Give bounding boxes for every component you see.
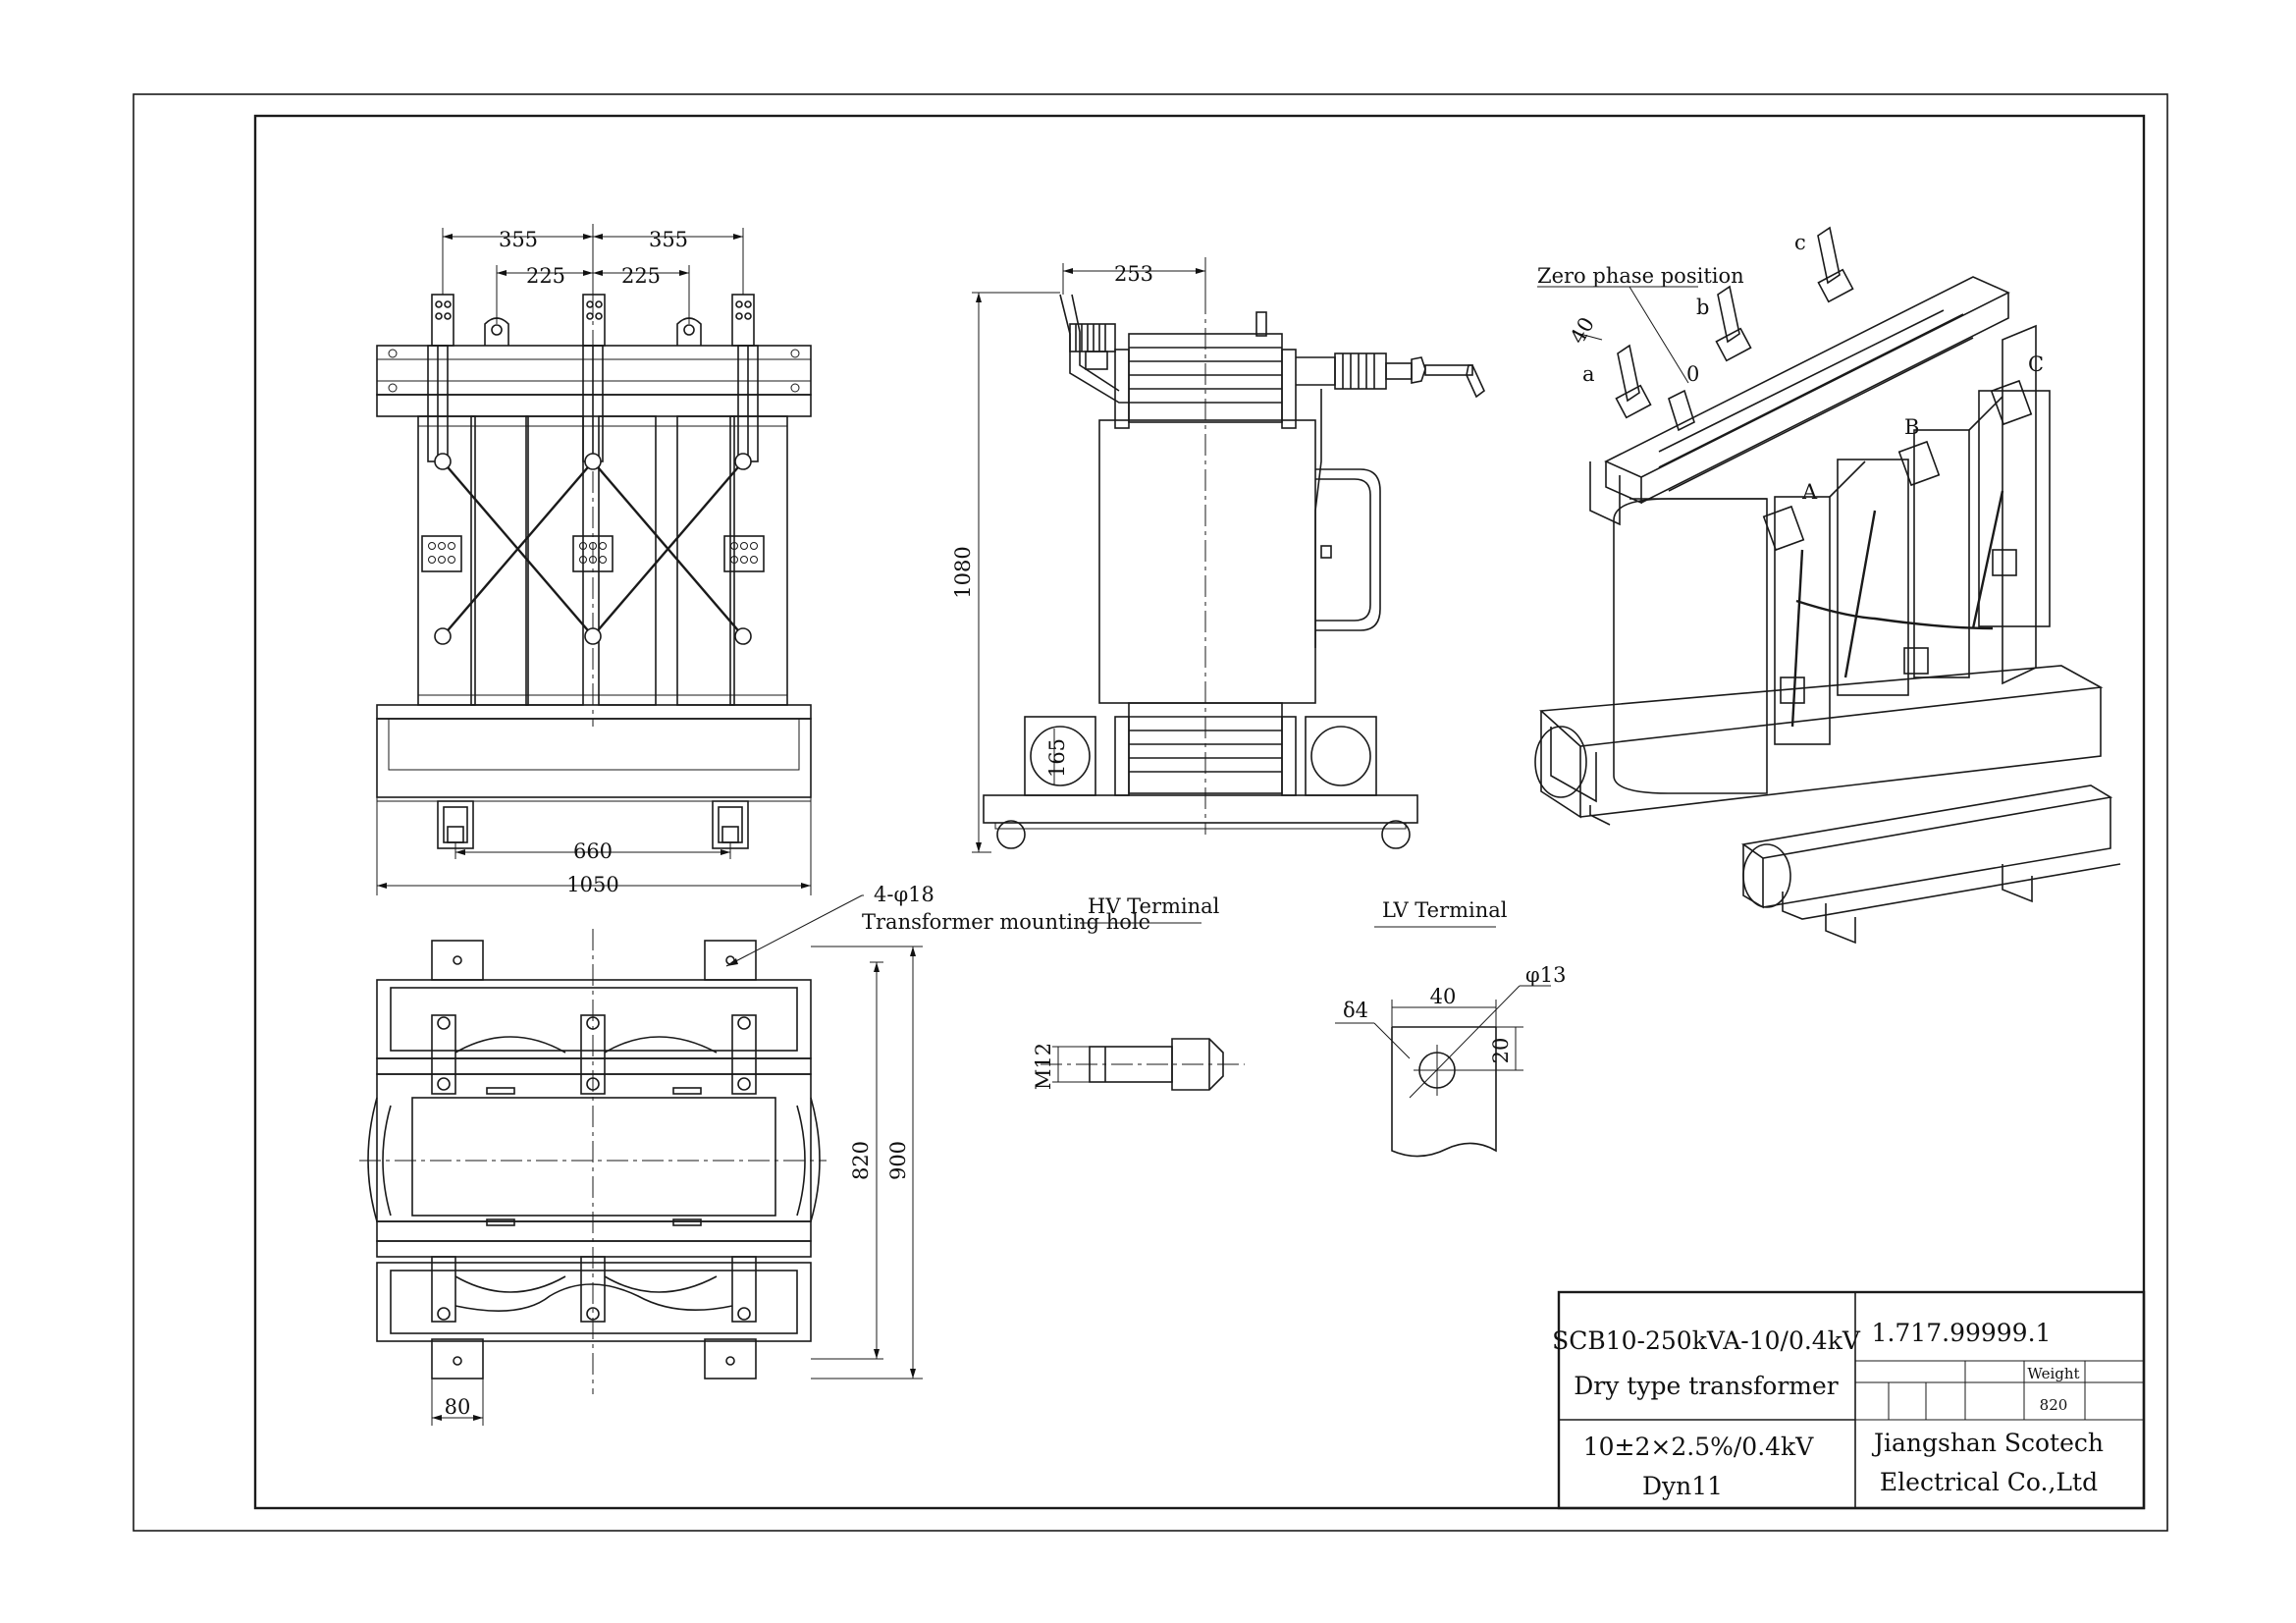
- lv-terminal-title: LV Terminal: [1382, 898, 1508, 922]
- dim-355-left: 355: [499, 228, 538, 251]
- dim-225-left: 225: [526, 264, 565, 288]
- dim-40-iso: 40: [1566, 313, 1599, 348]
- phase-B: B: [1904, 415, 1919, 439]
- tb-model: SCB10-250kVA-10/0.4kV: [1552, 1326, 1861, 1355]
- zero-phase-label: Zero phase position: [1537, 264, 1744, 288]
- outer-frame: [133, 93, 2168, 1532]
- tb-company-line2: Electrical Co.,Ltd: [1880, 1468, 2098, 1496]
- tb-vector-group: Dyn11: [1642, 1472, 1723, 1500]
- dim-80: 80: [445, 1395, 471, 1419]
- tb-weight-value: 820: [2040, 1396, 2068, 1414]
- dim-660: 660: [573, 839, 613, 863]
- tb-weight-label: Weight: [2027, 1365, 2079, 1382]
- phase-c: c: [1794, 231, 1806, 254]
- lv-offset: 20: [1489, 1038, 1513, 1064]
- hv-terminal-title: HV Terminal: [1088, 894, 1220, 918]
- title-block: SCB10-250kVA-10/0.4kV Dry type transform…: [1552, 1290, 2146, 1510]
- hv-terminal: HV Terminal M12: [1032, 894, 1245, 1091]
- dim-253: 253: [1114, 262, 1153, 286]
- hole-spec: 4-φ18: [874, 883, 934, 906]
- phase-0: 0: [1686, 362, 1699, 386]
- hole-label: Transformer mounting hole: [862, 910, 1150, 934]
- side-view: 253 1080: [951, 257, 1485, 853]
- tb-voltage: 10±2×2.5%/0.4kV: [1583, 1433, 1814, 1461]
- lv-thickness: δ4: [1343, 999, 1368, 1022]
- front-view: 355 355 225 225: [376, 224, 812, 896]
- plan-view: 4-φ18 Transformer mounting hole: [359, 883, 1150, 1426]
- inner-frame: [253, 114, 2146, 1510]
- dim-1050: 1050: [566, 873, 618, 896]
- dim-900: 900: [886, 1141, 910, 1180]
- dim-225-right: 225: [621, 264, 661, 288]
- iso-view: Zero phase position 40 a 0 b c A B C: [1534, 226, 2121, 945]
- tb-drawing-no: 1.717.99999.1: [1872, 1319, 2052, 1347]
- tb-company-line1: Jiangshan Scotech: [1871, 1429, 2104, 1457]
- lv-terminal: LV Terminal 40 20 φ13 δ4: [1335, 898, 1566, 1158]
- hv-thread-size: M12: [1032, 1043, 1055, 1090]
- tb-description: Dry type transformer: [1574, 1372, 1839, 1400]
- dim-165: 165: [1045, 738, 1069, 778]
- dim-820: 820: [849, 1141, 873, 1180]
- phase-b: b: [1696, 296, 1709, 319]
- phase-a: a: [1582, 362, 1595, 386]
- lv-width: 40: [1430, 985, 1457, 1008]
- dim-1080: 1080: [951, 546, 975, 598]
- phase-A: A: [1801, 480, 1818, 504]
- dim-355-right: 355: [649, 228, 688, 251]
- lv-hole: φ13: [1525, 963, 1566, 987]
